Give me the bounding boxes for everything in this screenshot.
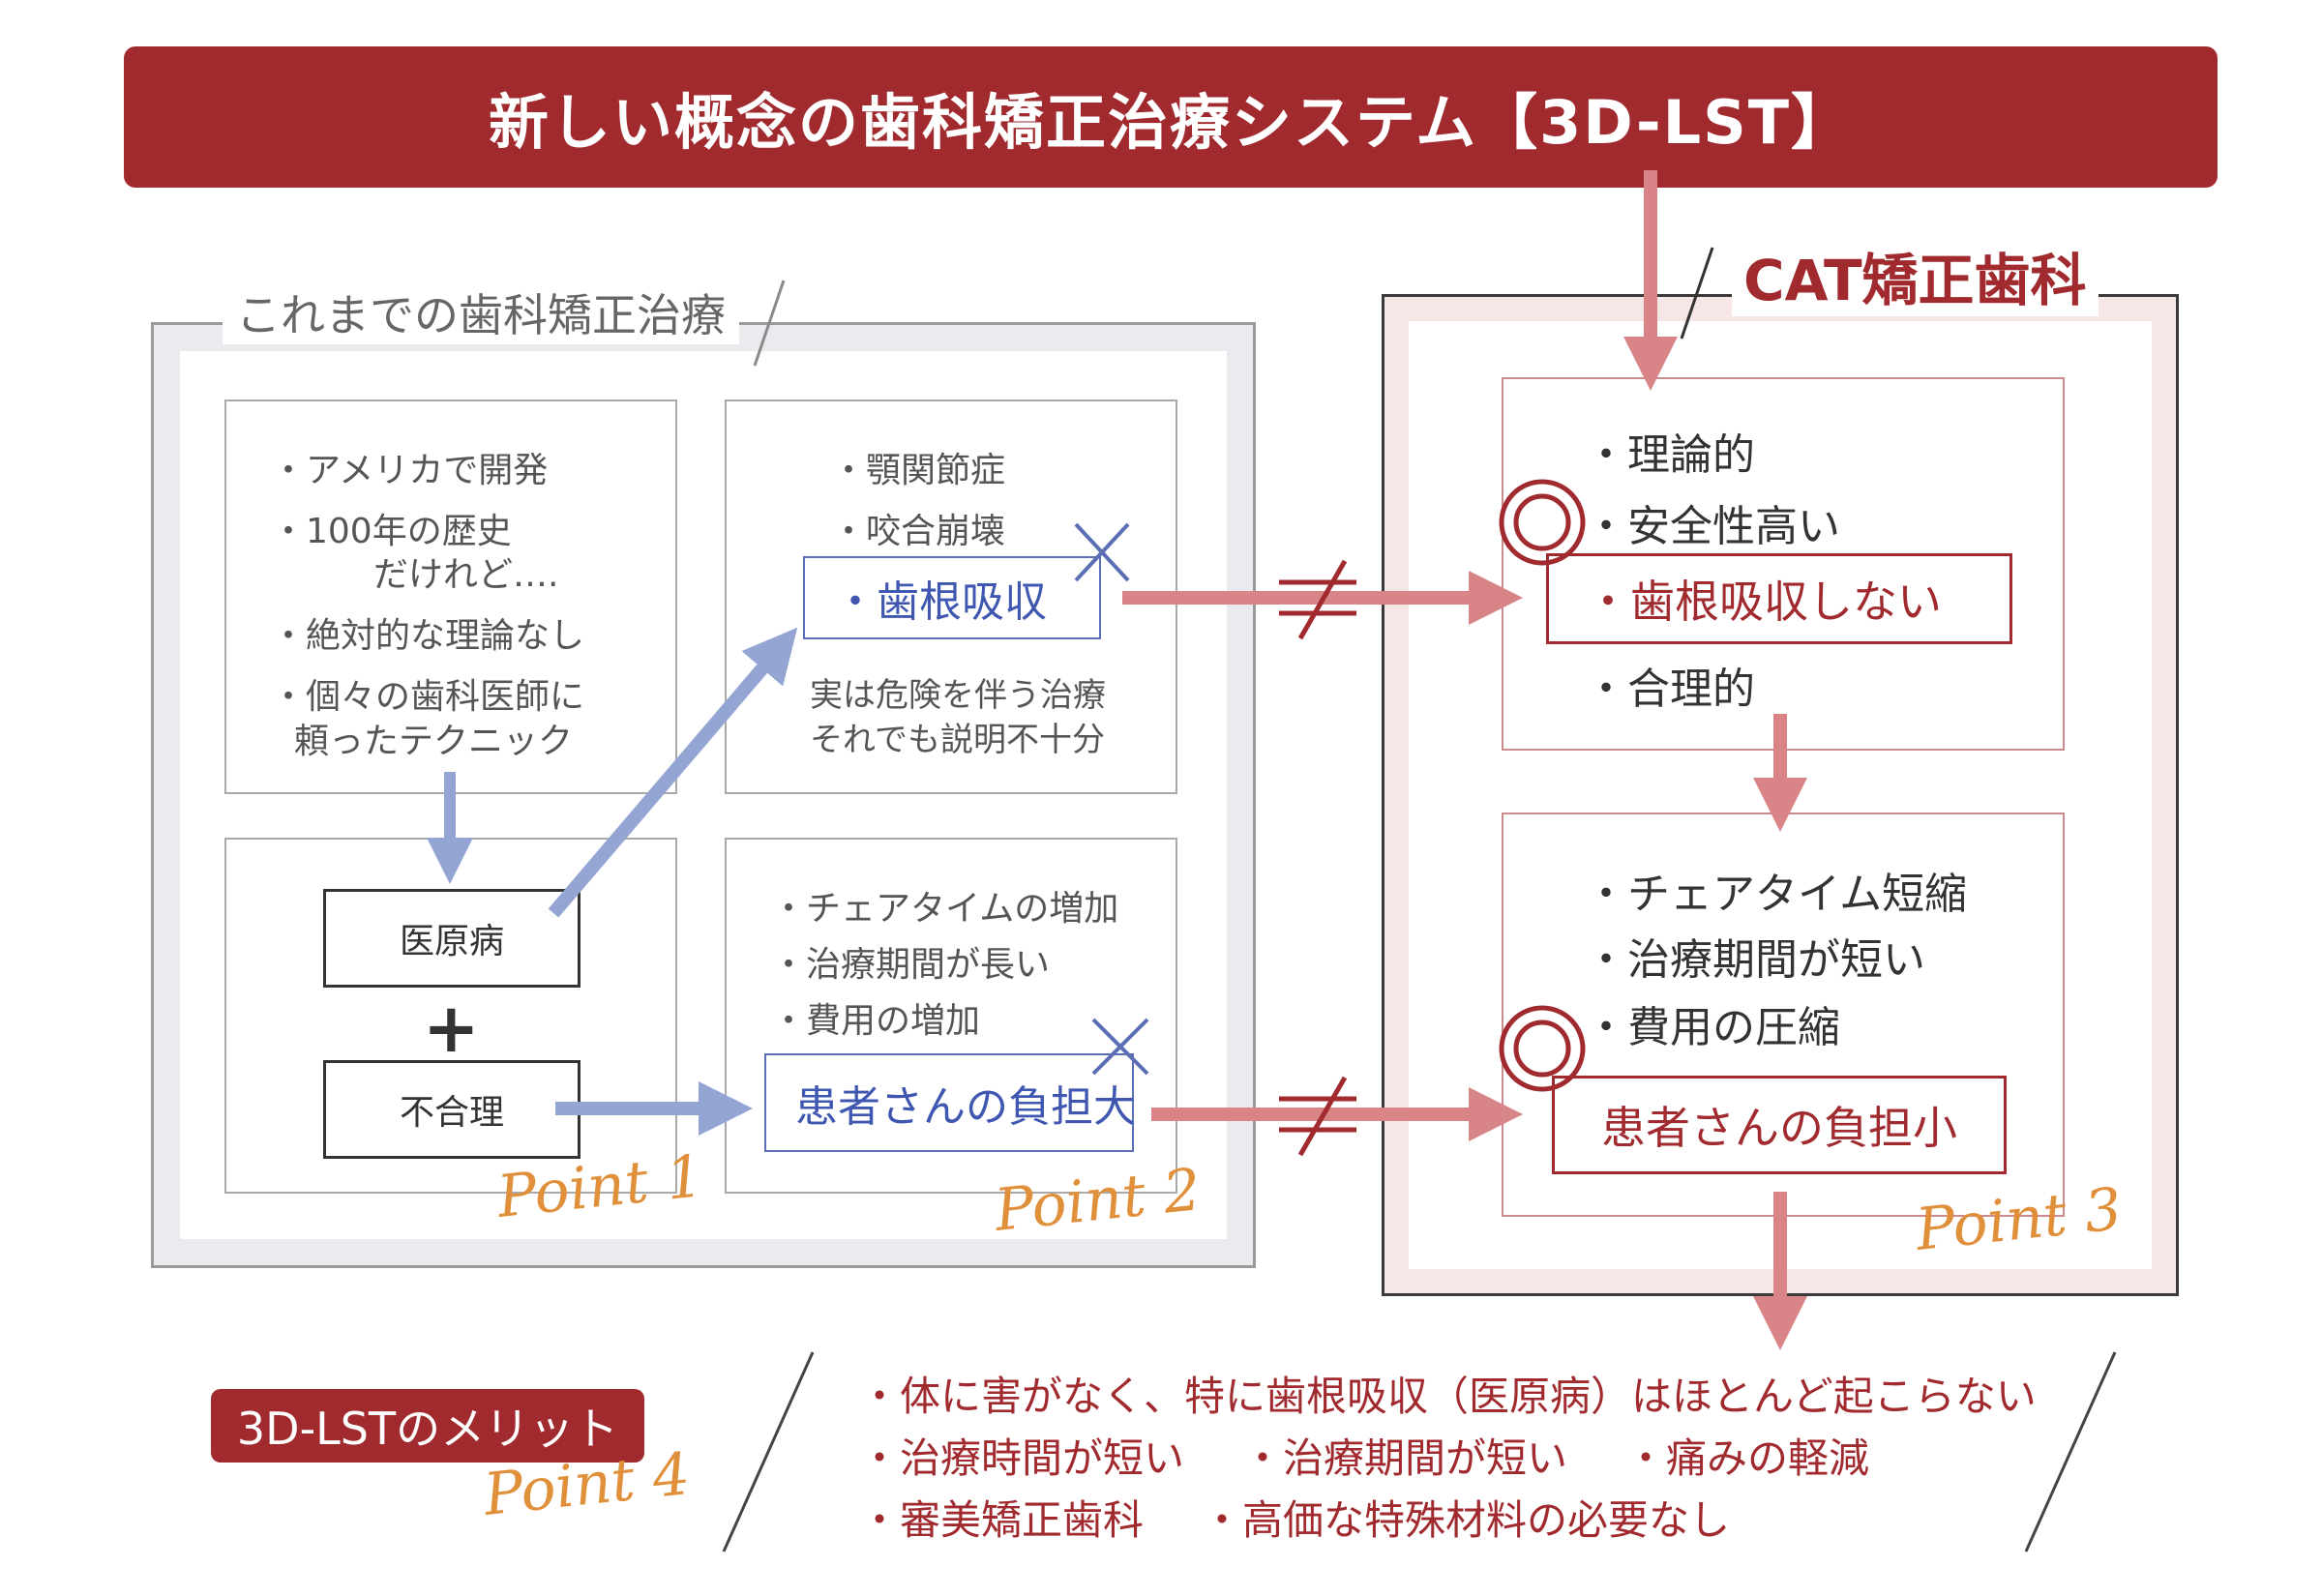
highlight-text: ・歯根吸収しない [1586, 576, 1942, 628]
title-banner: 新しい概念の歯科矯正治療システム【3D-LST】 [124, 46, 2218, 188]
label-slash-left [753, 280, 786, 367]
merit-item: ・治療期間が短い [1242, 1434, 1568, 1482]
history-box: ・アメリカで開発 ・100年の歴史 だけれど…. ・絶対的な理論なし ・個々の歯… [224, 399, 677, 794]
plus-sign: + [423, 989, 480, 1068]
list-item: ・絶対的な理論なし [271, 616, 585, 656]
list-item: ・100年の歴史 [271, 512, 512, 551]
right-panel-label: CAT矯正歯科 [1732, 235, 2099, 316]
iatrogenic-box: 医原病 [323, 889, 580, 988]
list-item: 頼ったテクニック [294, 722, 574, 761]
list-item: ・合理的 [1585, 665, 1755, 714]
no-resorption-box: ・歯根吸収しない [1546, 553, 2012, 644]
list-item: ・理論的 [1585, 430, 1755, 480]
not-equal-icon-bottom [1279, 1076, 1356, 1157]
list-item: ・アメリカで開発 [271, 451, 549, 490]
highlight-text: 患者さんの負担小 [1601, 1102, 1957, 1154]
merit-line-3: ・審美矯正歯科 ・高価な特殊材料の必要なし [859, 1488, 1788, 1547]
list-item: ・治療期間が短い [1585, 935, 1925, 985]
merit-item: ・審美矯正歯科 [859, 1496, 1145, 1544]
merit-item: ・体に害がなく、特に歯根吸収（医原病）はほとんど起こらない [859, 1373, 2037, 1420]
iatrogenic-label: 医原病 [399, 922, 504, 961]
list-item: ・治療期間が長い [771, 945, 1051, 985]
list-item: ・費用の増加 [771, 1001, 981, 1041]
low-burden-box: 患者さんの負担小 [1552, 1076, 2007, 1174]
merit-item: ・痛みの軽減 [1625, 1434, 1870, 1482]
cross-icon-top [1074, 522, 1130, 582]
list-item: ・チェアタイムの増加 [771, 889, 1119, 929]
arrow-to-resorption [548, 627, 798, 918]
irrational-label: 不合理 [399, 1093, 504, 1133]
root-resorption-box: ・歯根吸収 [803, 556, 1101, 639]
page-title: 新しい概念の歯科矯正治療システム【3D-LST】 [488, 87, 1854, 158]
merit-line-2: ・治療時間が短い ・治療期間が短い ・痛みの軽減 [859, 1426, 1927, 1485]
list-item: ・顎関節症 [831, 451, 1006, 490]
list-item: ・チェアタイム短縮 [1585, 870, 1968, 919]
merit-slash-left [722, 1351, 815, 1552]
double-circle-icon-bottom [1499, 1005, 1586, 1092]
cross-icon-bottom [1091, 1018, 1149, 1076]
merit-item: ・高価な特殊材料の必要なし [1202, 1496, 1731, 1544]
merit-item: ・治療時間が短い [859, 1434, 1185, 1482]
list-item: ・個々の歯科医師に [271, 677, 585, 717]
list-item: ・安全性高い [1585, 502, 1840, 551]
merit-slash-right [2024, 1351, 2117, 1552]
list-item: ・費用の圧縮 [1585, 1003, 1840, 1052]
merit-badge: 3D-LSTのメリット [211, 1389, 644, 1463]
merit-line-1: ・体に害がなく、特に歯根吸収（医原病）はほとんど起こらない [859, 1364, 2095, 1423]
high-burden-box: 患者さんの負担大 [764, 1053, 1136, 1152]
not-equal-icon-top [1279, 559, 1356, 640]
note-text: それでも説明不十分 [810, 721, 1105, 759]
label-slash-right [1680, 247, 1714, 340]
list-item: だけれど…. [373, 555, 559, 595]
highlight-text: ・歯根吸収 [834, 577, 1047, 627]
list-item: ・咬合崩壊 [831, 512, 1006, 551]
merit-badge-label: 3D-LSTのメリット [236, 1403, 619, 1455]
note-text: 実は危険を伴う治療 [810, 676, 1106, 715]
left-panel-label: これまでの歯科矯正治療 [223, 281, 739, 344]
double-circle-icon-top [1499, 479, 1586, 566]
highlight-text: 患者さんの負担大 [795, 1082, 1136, 1132]
